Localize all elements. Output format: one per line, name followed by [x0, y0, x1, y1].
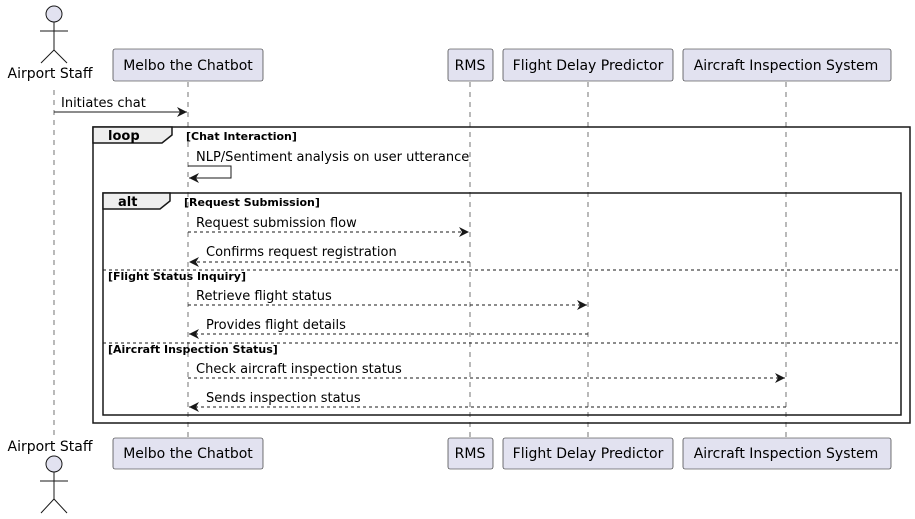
- participant-label-ais-bottom: Aircraft Inspection System: [694, 446, 879, 462]
- message-request-submission-flow: Request submission flow: [188, 216, 469, 237]
- message-sends-inspection-status: Sends inspection status: [189, 391, 786, 412]
- participant-melbo-top: Melbo the Chatbot: [112, 48, 264, 82]
- participant-label-melbo-bottom: Melbo the Chatbot: [123, 446, 253, 462]
- actor-staff-bottom: Airport Staff: [8, 439, 93, 514]
- message-initiates-chat: Initiates chat: [54, 96, 187, 117]
- participant-melbo-bottom: Melbo the Chatbot: [112, 437, 264, 470]
- participant-fdp-bottom: Flight Delay Predictor: [502, 437, 674, 470]
- alt-guard-flight-status: [Flight Status Inquiry]: [108, 270, 246, 283]
- message-retrieve-flight-status: Retrieve flight status: [188, 289, 587, 310]
- loop-guard: [Chat Interaction]: [186, 130, 297, 143]
- message-label: Retrieve flight status: [196, 289, 332, 304]
- participant-ais-bottom: Aircraft Inspection System: [682, 437, 892, 470]
- alt-fragment: alt [Request Submission] [Flight Status …: [102, 192, 902, 416]
- lifelines: [53, 82, 787, 440]
- participant-fdp-top: Flight Delay Predictor: [502, 48, 674, 82]
- message-confirms-request: Confirms request registration: [189, 245, 470, 267]
- loop-fragment: loop [Chat Interaction]: [92, 126, 911, 424]
- participant-label-ais-top: Aircraft Inspection System: [694, 58, 879, 74]
- loop-keyword: loop: [108, 129, 140, 144]
- alt-guard-request-submission: [Request Submission]: [184, 196, 320, 209]
- participant-label-rms-top: RMS: [455, 58, 486, 74]
- message-check-inspection-status: Check aircraft inspection status: [188, 362, 785, 383]
- participant-label-melbo-top: Melbo the Chatbot: [123, 58, 253, 74]
- message-label: Confirms request registration: [206, 245, 397, 260]
- message-provides-flight-details: Provides flight details: [189, 318, 588, 339]
- participant-label-fdp-top: Flight Delay Predictor: [513, 58, 664, 74]
- alt-guard-aircraft-inspection: [Aircraft Inspection Status]: [108, 343, 278, 356]
- participant-rms-top: RMS: [447, 48, 494, 82]
- message-label: Provides flight details: [206, 318, 346, 333]
- message-label: Request submission flow: [196, 216, 357, 231]
- participant-label-staff-bottom: Airport Staff: [8, 439, 93, 455]
- participant-label-fdp-bottom: Flight Delay Predictor: [513, 446, 664, 462]
- participant-rms-bottom: RMS: [447, 437, 494, 470]
- participant-label-staff-top: Airport Staff: [8, 66, 93, 82]
- message-label: Initiates chat: [61, 96, 146, 111]
- actor-staff-top: Airport Staff: [8, 5, 93, 82]
- message-label: NLP/Sentiment analysis on user utterance: [196, 150, 469, 165]
- alt-keyword: alt: [118, 195, 137, 210]
- participant-ais-top: Aircraft Inspection System: [682, 48, 892, 82]
- participant-label-rms-bottom: RMS: [455, 446, 486, 462]
- message-label: Sends inspection status: [206, 391, 361, 406]
- message-label: Check aircraft inspection status: [196, 362, 402, 377]
- message-nlp-self: NLP/Sentiment analysis on user utterance: [188, 150, 469, 183]
